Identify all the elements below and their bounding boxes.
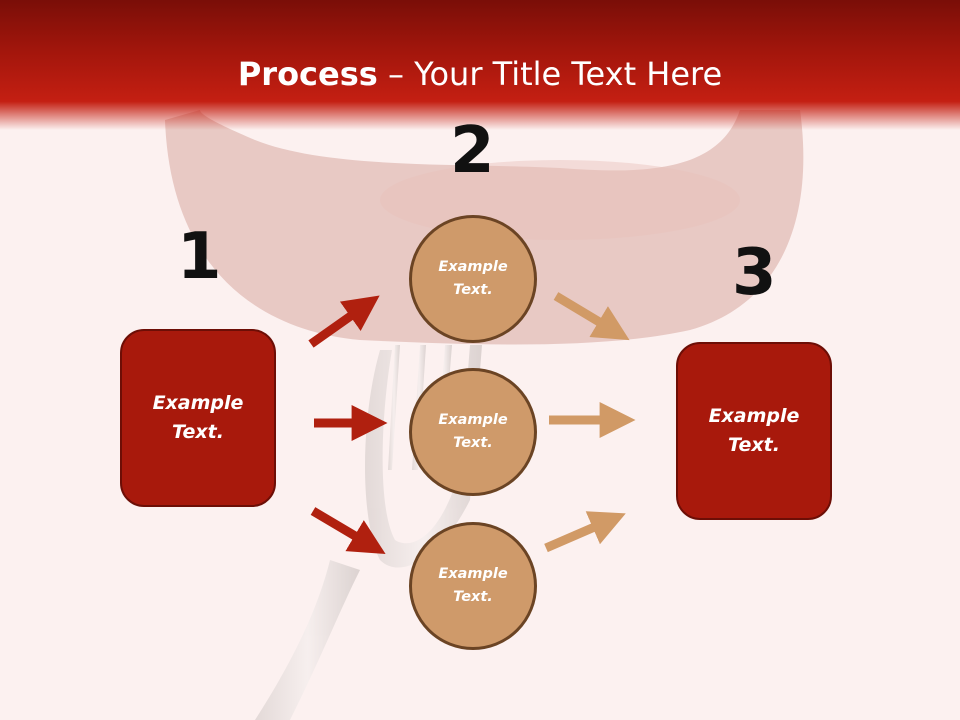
arrow-icon-left-top — [308, 295, 380, 348]
step-number-3: 3 — [732, 236, 777, 310]
title-rest: – Your Title Text Here — [377, 55, 723, 93]
arrow-icon-right-bottom — [544, 511, 626, 553]
right-box: Example Text. — [676, 342, 832, 520]
circle-bottom-text: Example Text. — [438, 566, 508, 605]
circle-middle: Example Text. — [409, 368, 537, 496]
arrow-icon-left-bottom — [310, 507, 386, 555]
circle-bottom: Example Text. — [409, 522, 537, 650]
title-bold: Process — [237, 55, 378, 93]
step-number-1: 1 — [177, 220, 222, 294]
circle-middle-text: Example Text. — [438, 412, 508, 451]
left-box-text: Example Text. — [152, 392, 244, 443]
right-box-text: Example Text. — [708, 405, 800, 456]
arrow-icon-right-top — [553, 292, 630, 341]
title-bar — [0, 0, 960, 130]
slide-title: Process – Your Title Text Here — [0, 52, 960, 96]
left-box: Example Text. — [120, 329, 276, 507]
step-number-2: 2 — [450, 114, 495, 188]
circle-top: Example Text. — [409, 215, 537, 343]
circle-top-text: Example Text. — [438, 259, 508, 298]
